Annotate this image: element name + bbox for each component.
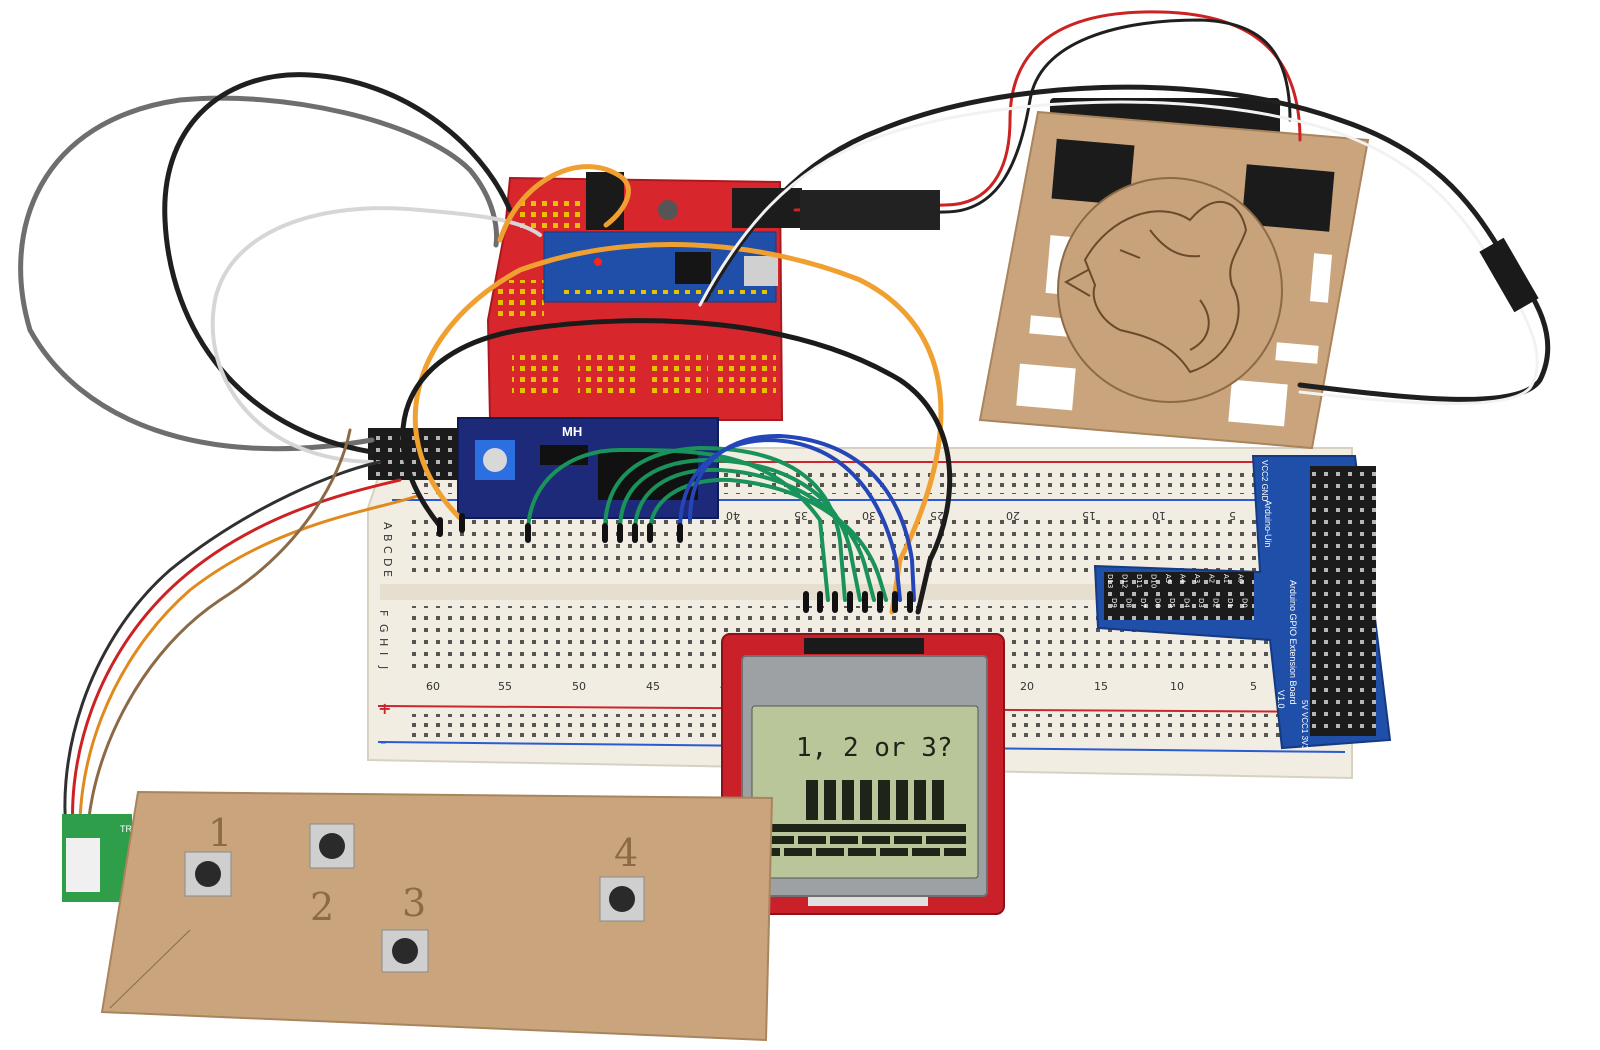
rail-plus-sign: +	[378, 699, 391, 718]
gpio-pin-label: D3	[1197, 598, 1205, 608]
lcd-brick-wall-graphic	[766, 824, 966, 856]
gpio-pin-label: D9	[1110, 598, 1118, 608]
lcd-module: 1, 2 or 3?	[721, 633, 1005, 915]
breadboard-column-number: 25	[930, 509, 944, 522]
breadboard-row-letter: E	[381, 570, 394, 577]
breadboard-column-number: 50	[572, 680, 586, 693]
breadboard-column-number: 40	[726, 509, 740, 522]
keypad-label-2: 2	[310, 885, 334, 929]
gpio-pin-label: A0	[1237, 574, 1245, 583]
sensor-shield	[486, 172, 802, 421]
keypad-label-4: 4	[614, 831, 638, 875]
breadboard-row-letter: F	[377, 610, 390, 616]
breadboard-row-letter: I	[377, 652, 390, 655]
breadboard-row-letter: B	[381, 534, 394, 542]
breadboard-column-number: 15	[1082, 509, 1096, 522]
keypad-button-3[interactable]	[381, 929, 429, 973]
breadboard-column-number: 30	[862, 509, 876, 522]
breadboard-column-number: 20	[1020, 680, 1034, 693]
gpio-board-title: Arduino GPIO Extension Board	[1288, 580, 1298, 705]
gpio-pin-label: D2	[1212, 598, 1220, 608]
gpio-pin-label: D10	[1150, 574, 1158, 588]
breadboard-row-letter: G	[377, 624, 390, 633]
breadboard-column-number: 55	[498, 680, 512, 693]
lcd-bottles-graphic	[806, 780, 944, 820]
gpio-pin-label: D8	[1125, 598, 1133, 608]
keypad-button-4[interactable]	[599, 876, 645, 922]
gpio-board-brand: Arduino-Uin	[1263, 500, 1273, 548]
gpio-corner-top: VCC2 GND	[1260, 460, 1269, 502]
gpio-pin-label: D12	[1121, 574, 1129, 588]
gpio-pin-label: D5	[1168, 598, 1176, 608]
gpio-pin-label: D4	[1183, 598, 1191, 608]
breadboard-row-letter: A	[381, 522, 394, 530]
keypad-button-1[interactable]	[184, 851, 232, 897]
breadboard-column-number: 45	[646, 680, 660, 693]
keypad-label-1: 1	[208, 811, 232, 855]
gpio-pin-label: A5	[1164, 574, 1172, 583]
keypad-button-2[interactable]	[309, 823, 355, 869]
breadboard-column-number: 15	[1094, 680, 1108, 693]
breadboard-row-letter: H	[377, 638, 390, 646]
keypad-connector-text: TRI	[120, 824, 135, 834]
gpio-board-version: V1.0	[1276, 690, 1286, 709]
breadboard-column-number: 10	[1152, 509, 1166, 522]
cardboard-keypad: TRI 1 2 3 4	[62, 790, 774, 1042]
breadboard-row-letter: J	[377, 665, 390, 669]
jumper-wires	[18, 10, 1551, 866]
gpio-pin-label: D11	[1135, 574, 1143, 588]
gpio-pin-label: A4	[1179, 574, 1187, 584]
i2c-module-label: MH	[562, 424, 582, 439]
breadboard-column-number: 60	[426, 680, 440, 693]
gpio-corner-bottom: 5V VCC1 3V3	[1300, 700, 1309, 750]
gpio-pin-label: D7	[1139, 598, 1147, 608]
breadboard-column-number: 35	[794, 509, 808, 522]
breadboard-column-number: 5	[1250, 680, 1257, 693]
gpio-pin-label: D13	[1106, 574, 1114, 588]
breadboard-row-letter: C	[381, 546, 394, 554]
rail-minus-sign: -	[380, 732, 387, 751]
gpio-pin-label: A2	[1208, 574, 1216, 583]
breadboard-column-number: 20	[1006, 509, 1020, 522]
gpio-extension-board: Arduino GPIO Extension Board V1.0 Arduin…	[1093, 455, 1392, 750]
gpio-pin-label: D0	[1241, 598, 1249, 608]
keypad-label-3: 3	[402, 881, 426, 925]
gpio-pin-label: A3	[1193, 574, 1201, 583]
gpio-pin-label: D1	[1226, 598, 1234, 608]
cardboard-battery-panel: 800	[978, 98, 1370, 450]
gpio-pin-label: A1	[1222, 574, 1230, 583]
breadboard-row-letter: D	[381, 558, 394, 566]
breadboard-column-number: 10	[1170, 680, 1184, 693]
lcd-prompt-text: 1, 2 or 3?	[796, 733, 953, 763]
gpio-pin-label: D6	[1154, 598, 1162, 608]
breadboard-column-number: 5	[1229, 509, 1236, 522]
